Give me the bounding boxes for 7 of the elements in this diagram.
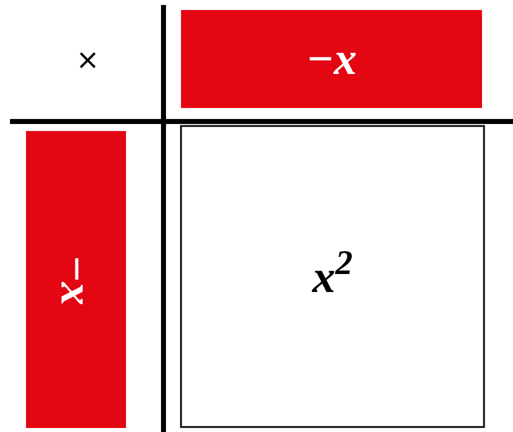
tile-label: −x — [306, 36, 357, 82]
negative-x-tile — [26, 131, 126, 428]
x-squared-tile — [180, 125, 485, 428]
tile-label: −x — [53, 254, 99, 305]
multiplication-sign: × — [76, 46, 100, 74]
negative-x-tile — [181, 10, 482, 108]
tile-label: x$^{2}$ — [312, 254, 353, 300]
